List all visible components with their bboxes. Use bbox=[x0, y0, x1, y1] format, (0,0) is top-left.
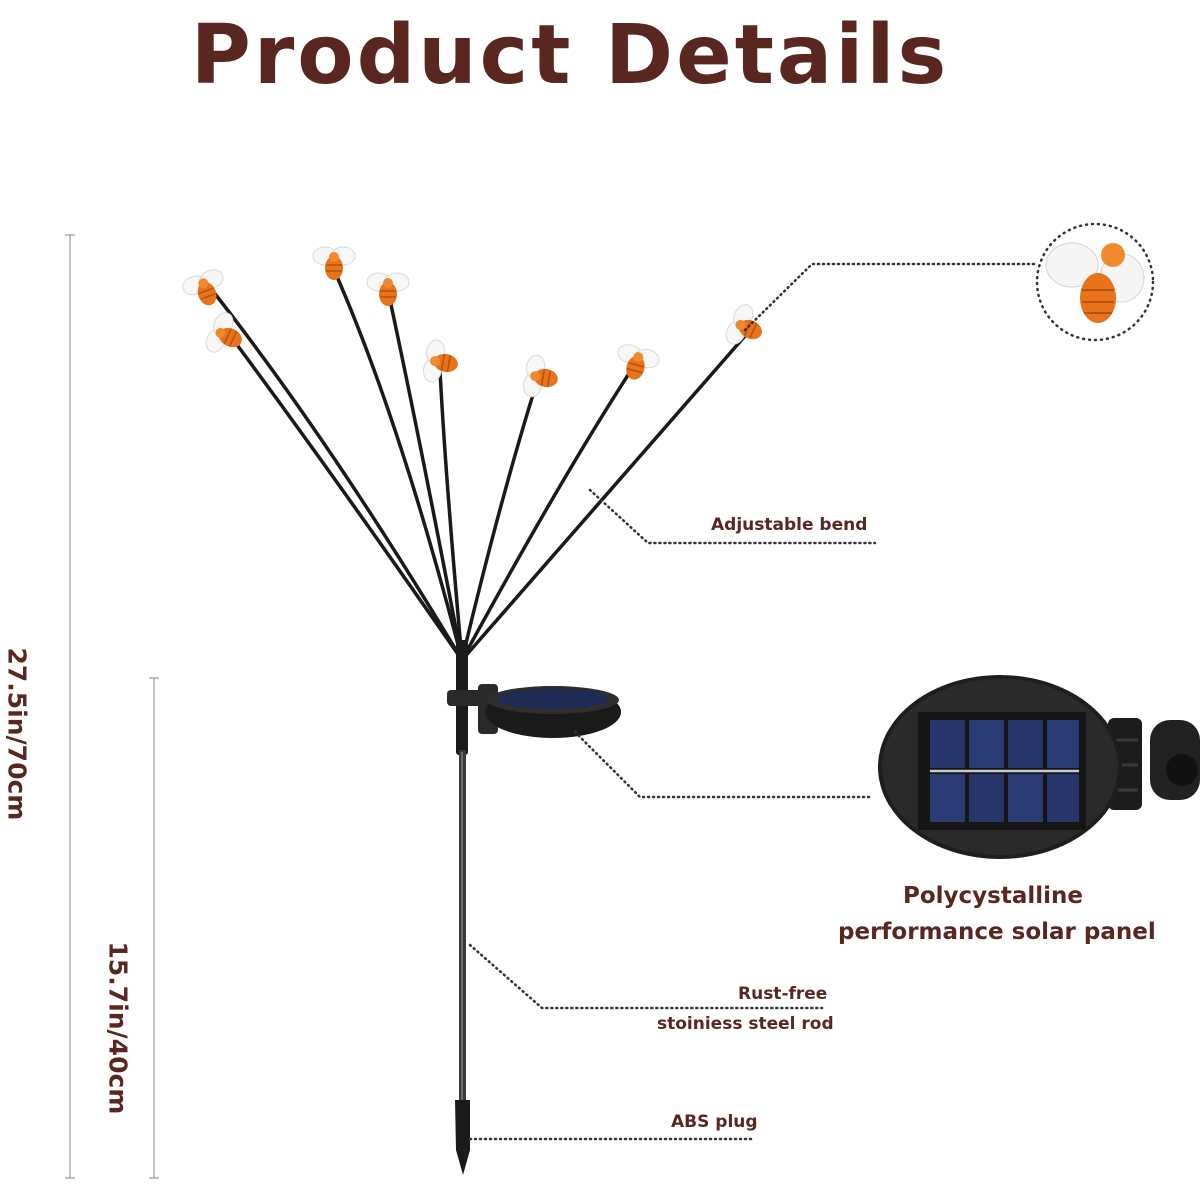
callout-rod-line2: stoiniess steel rod bbox=[657, 1014, 834, 1034]
bee-icon bbox=[312, 246, 356, 281]
solar-panel-icon bbox=[878, 675, 1200, 859]
dimension-line-total bbox=[65, 234, 75, 1179]
bee-zoom-circle bbox=[1035, 222, 1155, 342]
bee-icon bbox=[366, 272, 410, 307]
dimension-line-stake bbox=[149, 677, 159, 1179]
steel-rod bbox=[456, 640, 468, 1100]
callout-abs-plug: ABS plug bbox=[671, 1112, 758, 1132]
bee-icon bbox=[721, 300, 771, 355]
abs-plug bbox=[455, 1100, 470, 1175]
dimension-total-height: 27.5in/70cm bbox=[2, 647, 32, 821]
callout-solar-panel-line1: Polycystalline bbox=[903, 883, 1083, 909]
callout-leaders bbox=[468, 262, 1039, 1141]
solar-head-small bbox=[447, 684, 621, 738]
bee-icon bbox=[611, 341, 662, 386]
bee-icon bbox=[520, 352, 563, 402]
callout-solar-panel: Polycystalline performance solar panel bbox=[838, 878, 1156, 950]
callout-adjustable-bend: Adjustable bend bbox=[711, 515, 868, 535]
callout-rod-line1: Rust-free bbox=[738, 984, 828, 1004]
page-title: Product Details bbox=[190, 8, 950, 103]
bee-stems bbox=[210, 270, 747, 662]
dimension-stake-height: 15.7in/40cm bbox=[103, 941, 133, 1115]
callout-solar-panel-line2: performance solar panel bbox=[838, 919, 1156, 945]
